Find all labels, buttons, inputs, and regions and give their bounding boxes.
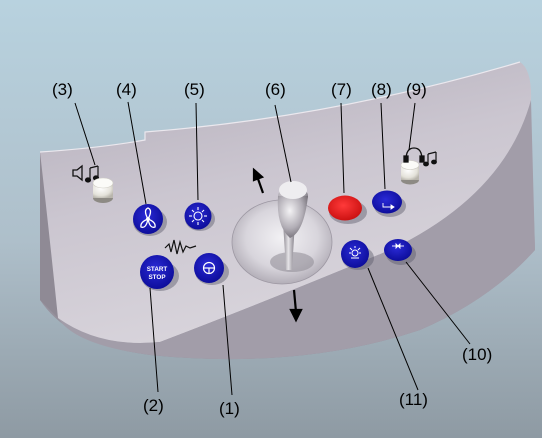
direction-arrows-icon <box>392 242 404 250</box>
callout-9: (9) <box>406 80 427 99</box>
horn-button[interactable] <box>194 253 229 285</box>
light-icon <box>189 207 207 225</box>
volume-knob[interactable] <box>92 177 114 203</box>
headphone-volume-knob[interactable] <box>400 160 420 185</box>
fan-icon <box>140 207 156 228</box>
mode-button-11[interactable] <box>341 240 374 270</box>
start-stop-button[interactable]: START STOP <box>140 255 179 291</box>
emergency-button[interactable] <box>328 195 367 225</box>
callout-1: (1) <box>219 399 240 418</box>
callout-2: (2) <box>143 396 164 415</box>
callout-4: (4) <box>116 80 137 99</box>
callout-6: (6) <box>265 80 286 99</box>
start-stop-label-line2: STOP <box>148 274 165 281</box>
callout-8: (8) <box>371 80 392 99</box>
start-stop-label-line1: START <box>147 266 168 273</box>
light-button[interactable] <box>184 202 216 232</box>
steering-wheel-icon <box>202 261 216 275</box>
speaker-icon <box>72 164 83 182</box>
up-arrow-icon <box>252 167 265 194</box>
worklight-icon <box>349 246 361 259</box>
panel-edge-highlight <box>39 61 521 153</box>
mode-button-10[interactable] <box>384 239 416 265</box>
leader-lines <box>74 101 471 396</box>
fan-button[interactable] <box>133 204 167 236</box>
callout-11: (11) <box>399 390 428 409</box>
vibration-icon <box>164 239 197 255</box>
return-arrow-icon <box>382 203 395 210</box>
callout-3: (3) <box>52 80 73 99</box>
headphone-icon <box>403 147 425 163</box>
down-arrow-icon <box>289 289 303 323</box>
panel-front-lip <box>58 100 535 360</box>
callout-5: (5) <box>184 80 205 99</box>
callout-10: (10) <box>462 345 492 364</box>
mode-button-8[interactable] <box>372 190 406 218</box>
music-note-icon-right <box>423 151 437 167</box>
callout-7: (7) <box>331 80 352 99</box>
joystick[interactable] <box>231 181 333 285</box>
